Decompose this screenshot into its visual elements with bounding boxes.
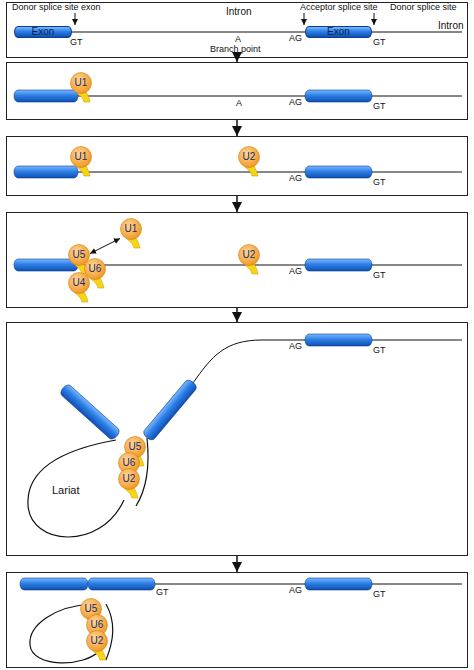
- snrnp-particle: U2: [118, 468, 140, 498]
- sequence-label: GT: [373, 271, 386, 281]
- step-arrow: [236, 196, 238, 212]
- sequence-label: GT: [373, 102, 386, 112]
- exon-bar: [305, 90, 372, 102]
- sequence-label: Branch point: [210, 45, 261, 55]
- exon-bar: [88, 578, 155, 590]
- step-panel: U5U6U2GTAGGT: [6, 572, 468, 668]
- snrnp-label: U2: [86, 630, 108, 652]
- exon-bar: [20, 578, 88, 590]
- snrnp-circle: [119, 469, 140, 490]
- snrnp-label: U2: [238, 244, 260, 266]
- sequence-label: AG: [289, 34, 302, 44]
- sequence-label: AG: [289, 98, 302, 108]
- snrnp-label: U2: [118, 468, 140, 490]
- snrnp-circle: [121, 219, 142, 240]
- snrnp-label: U1: [120, 218, 142, 240]
- sequence-label: A: [235, 35, 241, 45]
- exon-bar: Exon: [14, 26, 72, 38]
- exon-bar: [305, 259, 372, 271]
- sequence-label: GT: [373, 38, 386, 48]
- step-panel: U5U6U2AGGTLariat: [6, 322, 468, 556]
- intron-strand: [106, 604, 113, 660]
- sequence-label: Acceptor splice site: [300, 3, 378, 13]
- step-arrow: [236, 308, 238, 322]
- snrnp-label: U1: [70, 72, 92, 94]
- sequence-label: AG: [289, 342, 302, 352]
- step-panel: U1A AG GT: [6, 62, 468, 120]
- snrnp-label: U4: [68, 272, 90, 294]
- snrnp-particle: U1: [70, 72, 92, 102]
- snrnp-circle: [71, 147, 92, 168]
- snrnp-circle: [85, 259, 106, 280]
- step-arrow: [236, 556, 238, 572]
- sequence-label: GT: [156, 588, 169, 598]
- sequence-label: GT: [373, 178, 386, 188]
- snrnp-circle: [69, 245, 90, 266]
- exon-bar: [305, 334, 372, 346]
- intron-line: [193, 340, 462, 383]
- snrnp-circle: [69, 273, 90, 294]
- snrnp-particle: U1: [70, 146, 92, 176]
- snrnp-particle: U2: [238, 244, 260, 274]
- sequence-label: Donor splice site exon: [12, 3, 101, 13]
- snrnp-label: U1: [70, 146, 92, 168]
- exon-bar: Exon: [305, 26, 372, 38]
- snrnp-particle: U2: [86, 630, 108, 660]
- snrnp-particle: U1: [120, 218, 142, 248]
- step-panel: U1 U2AG GT: [6, 136, 468, 196]
- site-arrow: [374, 13, 375, 25]
- snrnp-particle: U2: [238, 146, 260, 176]
- snrnp-circle: [87, 631, 108, 652]
- exon-bar: [14, 259, 78, 271]
- sequence-label: Lariat: [52, 484, 80, 496]
- sequence-label: GT: [373, 590, 386, 600]
- sequence-label: AG: [289, 586, 302, 596]
- snrnp-label: U2: [238, 146, 260, 168]
- site-arrow: [75, 13, 76, 25]
- sequence-label: A: [236, 99, 242, 109]
- intron-line: [72, 32, 462, 33]
- snrnp-circle: [239, 147, 260, 168]
- exon-label: Exon: [32, 27, 55, 37]
- exon-bar: [305, 166, 372, 178]
- exchange-arrow: [90, 239, 120, 254]
- sequence-label: GT: [373, 346, 386, 356]
- intron-line: [78, 265, 462, 266]
- exon-bar: [305, 578, 372, 590]
- step-panel: U1U5U6U4U2AGGT: [6, 212, 468, 308]
- step-arrow: [236, 120, 238, 136]
- sequence-label: GT: [70, 38, 83, 48]
- site-arrow: [304, 13, 305, 25]
- snrnp-particle: U4: [68, 272, 90, 302]
- exon-bar: [142, 378, 198, 442]
- exon-bar: [14, 166, 78, 178]
- exon-label: Exon: [327, 27, 350, 37]
- exon-bar: [59, 383, 121, 441]
- exon-bar: [14, 90, 78, 102]
- step-panel: ExonExonDonor splice site exonIntronAcce…: [6, 2, 468, 58]
- intron-line: [78, 172, 462, 173]
- sequence-label: AG: [289, 174, 302, 184]
- snrnp-circle: [239, 245, 260, 266]
- lariat-loop: [28, 440, 124, 537]
- sequence-label: Intron: [438, 20, 464, 31]
- sequence-label: AG: [289, 267, 302, 277]
- sequence-label: Intron: [226, 6, 252, 17]
- intron-line: [78, 96, 462, 97]
- sequence-label: Donor splice site: [390, 3, 457, 13]
- snrnp-circle: [71, 73, 92, 94]
